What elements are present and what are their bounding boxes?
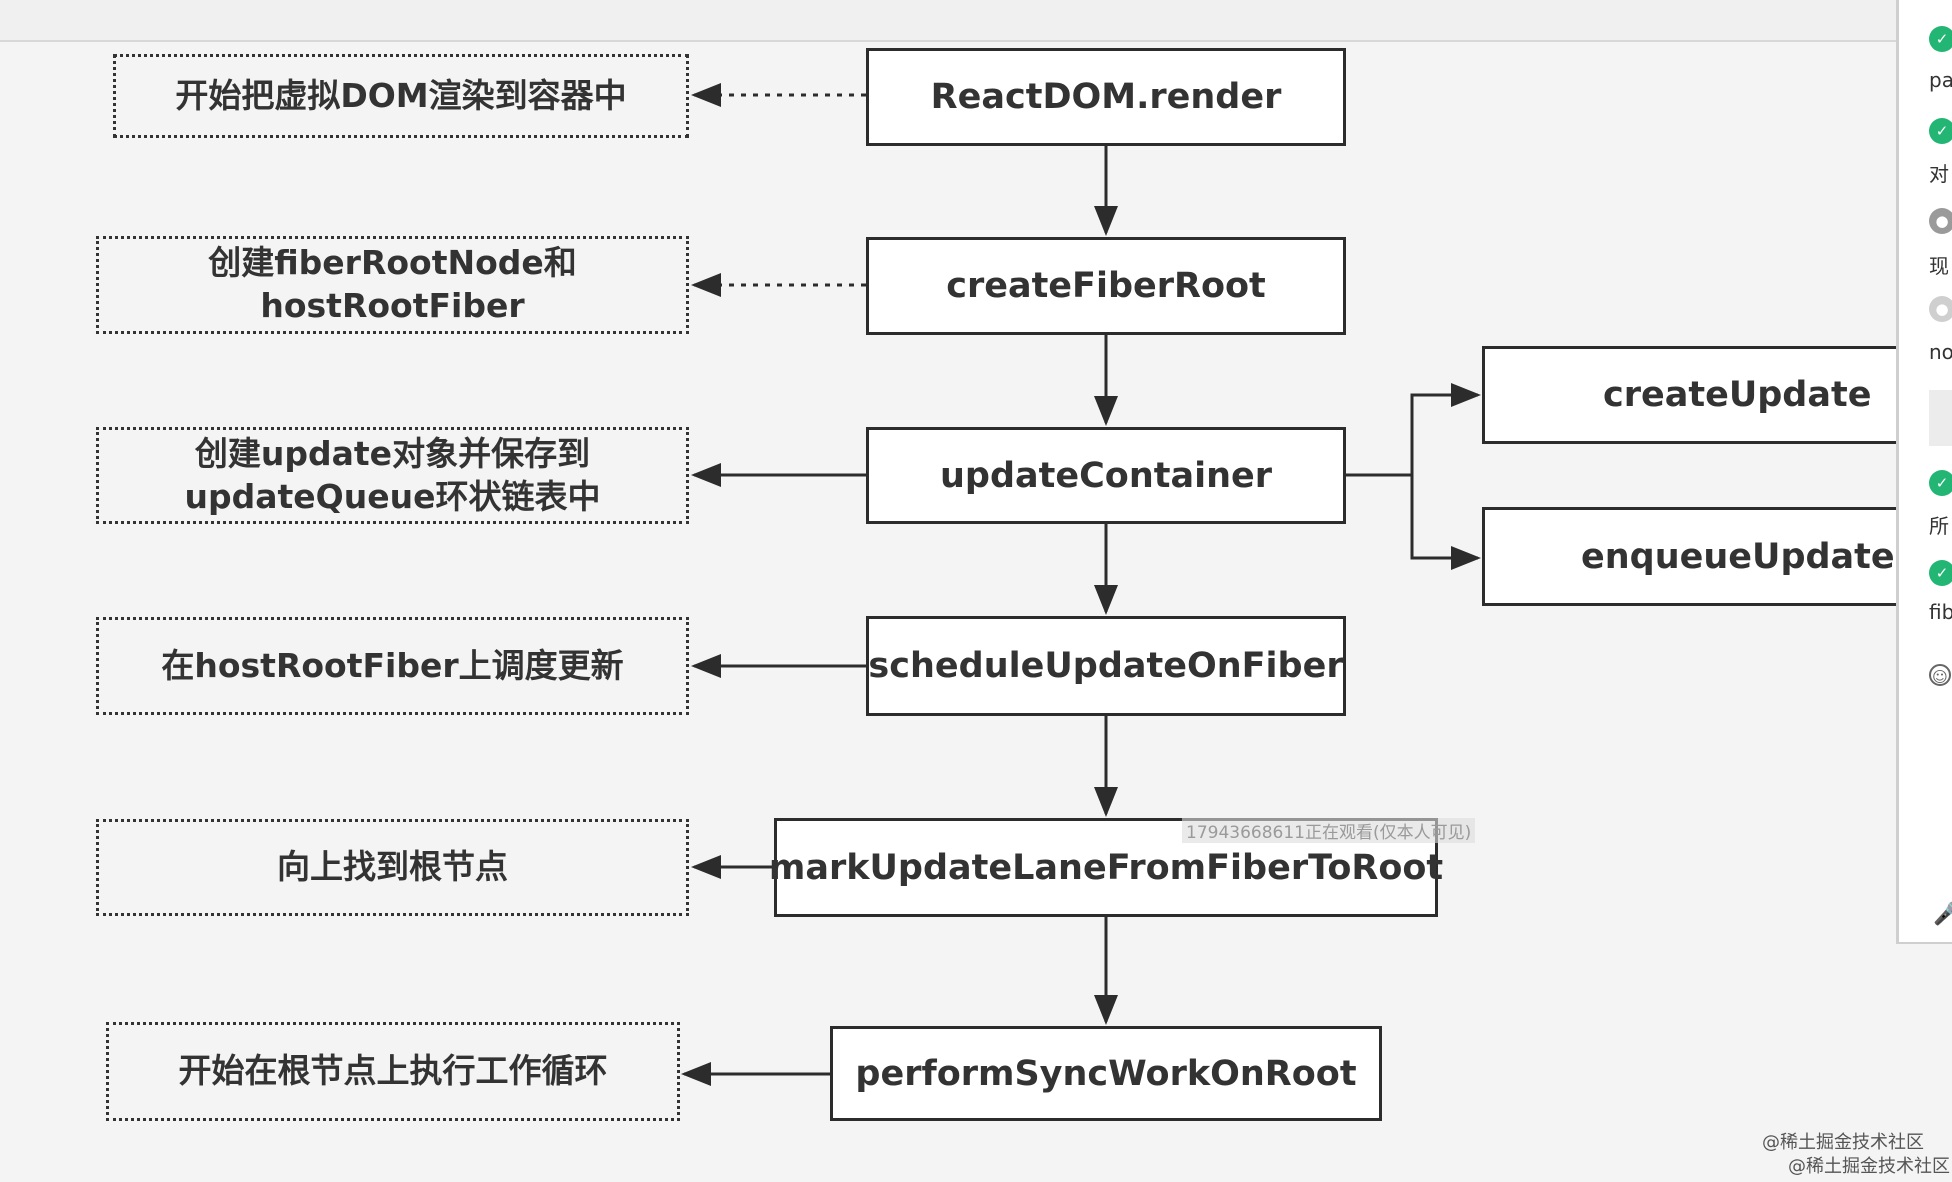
node-enqueue-update: enqueueUpdate bbox=[1482, 507, 1952, 606]
watermark: @稀土掘金技术社区 bbox=[1788, 1156, 1950, 1177]
chat-avatar-icon: ✓ bbox=[1929, 26, 1952, 52]
chat-avatar-icon: ● bbox=[1929, 208, 1952, 234]
note-schedule-update: 在hostRootFiber上调度更新 bbox=[96, 617, 689, 715]
note-create-fiber-root-line-1: 创建fiberRootNode和 bbox=[208, 243, 577, 283]
arrow-to-enqueueupdate bbox=[1410, 475, 1481, 570]
note-render-line-1: 开始把虚拟DOM渲染到容器中 bbox=[175, 75, 627, 115]
note-schedule-update-line-1: 在hostRootFiber上调度更新 bbox=[161, 645, 624, 685]
note-create-fiber-root: 创建fiberRootNode和 hostRootFiber bbox=[96, 236, 689, 334]
note-render: 开始把虚拟DOM渲染到容器中 bbox=[113, 54, 689, 138]
node-schedule-update-on-fiber: scheduleUpdateOnFiber bbox=[866, 616, 1346, 716]
node-update-container: updateContainer bbox=[866, 427, 1346, 524]
chat-message: 现 bbox=[1929, 254, 1949, 278]
note-mark-update-lane-line-1: 向上找到根节点 bbox=[277, 847, 508, 887]
chat-divider bbox=[1929, 390, 1952, 446]
microphone-icon[interactable]: 🎤 bbox=[1933, 902, 1952, 927]
chat-avatar-icon: ✓ bbox=[1929, 118, 1952, 144]
node-create-fiber-root: createFiberRoot bbox=[866, 237, 1346, 335]
note-perform-sync-work-line-1: 开始在根节点上执行工作循环 bbox=[178, 1051, 608, 1091]
window-top-bar bbox=[0, 0, 1952, 42]
chat-message: 对 bbox=[1929, 162, 1949, 186]
note-perform-sync-work: 开始在根节点上执行工作循环 bbox=[106, 1022, 680, 1121]
watermark: @稀土掘金技术社区 bbox=[1762, 1132, 1924, 1153]
node-reactdom-render: ReactDOM.render bbox=[866, 48, 1346, 146]
note-create-fiber-root-line-2: hostRootFiber bbox=[260, 286, 525, 325]
node-perform-sync-work: performSyncWorkOnRoot bbox=[830, 1026, 1382, 1121]
arrow-to-createupdate bbox=[1410, 383, 1481, 475]
chat-avatar-icon: ✓ bbox=[1929, 470, 1952, 496]
chat-message: 所 bbox=[1929, 514, 1949, 538]
node-create-update: createUpdate bbox=[1482, 346, 1952, 444]
note-update-container: 创建update对象并保存到 updateQueue环状链表中 bbox=[96, 427, 689, 524]
chat-message: no bbox=[1929, 340, 1952, 364]
chat-message: pa bbox=[1929, 68, 1952, 92]
chat-message: fib bbox=[1929, 600, 1952, 624]
emoji-icon[interactable]: ☺ bbox=[1929, 664, 1951, 686]
chat-avatar-icon: ✓ bbox=[1929, 560, 1952, 586]
viewer-overlay-text: 17943668611正在观看(仅本人可见) bbox=[1182, 818, 1476, 843]
chat-avatar-icon: ● bbox=[1929, 296, 1952, 322]
note-mark-update-lane: 向上找到根节点 bbox=[96, 819, 689, 916]
note-update-container-line-2: updateQueue环状链表中 bbox=[184, 476, 601, 516]
note-update-container-line-1: 创建update对象并保存到 bbox=[194, 433, 591, 473]
chat-panel: ✓ pa ✓ 对 ● 现 ● no ✓ 所 ✓ fib ☺ 🎤 bbox=[1896, 0, 1952, 944]
